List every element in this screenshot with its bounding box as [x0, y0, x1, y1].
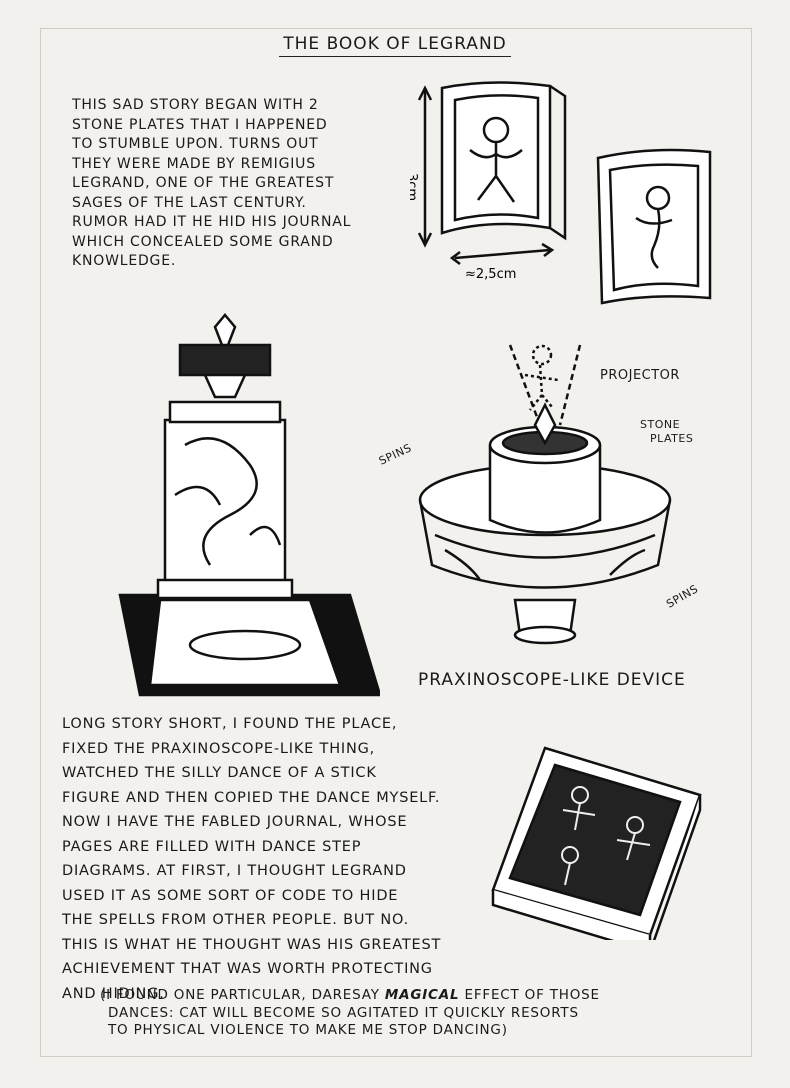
- page-title: The Book of Legrand: [0, 34, 790, 57]
- height-label: 3cm: [410, 173, 419, 201]
- text-line: they were made by Remigius: [72, 155, 316, 172]
- stone-plates-label-top: Stone: [640, 418, 681, 431]
- footnote-line-1: (I found one particular, daresay magical…: [100, 987, 600, 1003]
- text-line: This is what he thought was his greatest: [62, 936, 442, 953]
- text-line: figure and then copied the dance myself.: [62, 789, 441, 806]
- text-line: to stumble upon. Turns out: [72, 136, 319, 152]
- text-line: fixed the praxinoscope-like thing,: [62, 740, 376, 757]
- text-line: sages of the last century.: [72, 194, 307, 211]
- text-line: diagrams. At first, I thought Legrand: [62, 863, 407, 879]
- text-line: Long story short, I found the place,: [62, 716, 398, 732]
- text-line: knowledge.: [72, 253, 177, 269]
- page-border: [40, 28, 752, 1057]
- story-paragraph: Long story short, I found the place, fix…: [62, 712, 441, 1006]
- text-line: Legrand, one of the greatest: [72, 175, 335, 191]
- text-line: This sad story began with 2: [72, 97, 319, 113]
- projector-label: Projector: [600, 368, 680, 383]
- footnote-line-2: dances: cat will become so agitated it q…: [108, 1004, 579, 1021]
- text-line: used it as some sort of code to hide: [62, 887, 399, 904]
- text-line: and hiding.: [62, 985, 165, 1002]
- text-line: watched the silly dance of a stick: [62, 765, 377, 781]
- device-caption: Praxinoscope-like Device: [418, 670, 686, 690]
- intro-paragraph: This sad story began with 2 stone plates…: [72, 96, 351, 272]
- text-line: the spells from other people. But no.: [62, 912, 410, 928]
- magical-emphasis: magical: [384, 987, 460, 1003]
- text-line: stone plates that I happened: [72, 116, 328, 133]
- footnote-line-3: to physical violence to make me stop dan…: [108, 1022, 508, 1038]
- praxinoscope-illustration: [418, 344, 672, 645]
- text-line: pages are filled with dance step: [62, 838, 362, 855]
- footnote: (I found one particular, daresay magical…: [100, 987, 600, 1040]
- pedestal-illustration: [118, 313, 380, 697]
- text-line: achievement that was worth protecting: [62, 961, 433, 977]
- journal-illustration: [491, 746, 702, 940]
- stone-plates-illustration: 3cm ≈2,5cm: [410, 81, 712, 305]
- width-label: ≈2,5cm: [465, 267, 516, 282]
- text-line: Now I have the fabled journal, whose: [62, 814, 408, 830]
- stone-plates-label-bottom: Plates: [650, 432, 694, 445]
- text-line: Rumor had it he hid his journal: [72, 214, 352, 230]
- text-line: which concealed some grand: [72, 233, 334, 250]
